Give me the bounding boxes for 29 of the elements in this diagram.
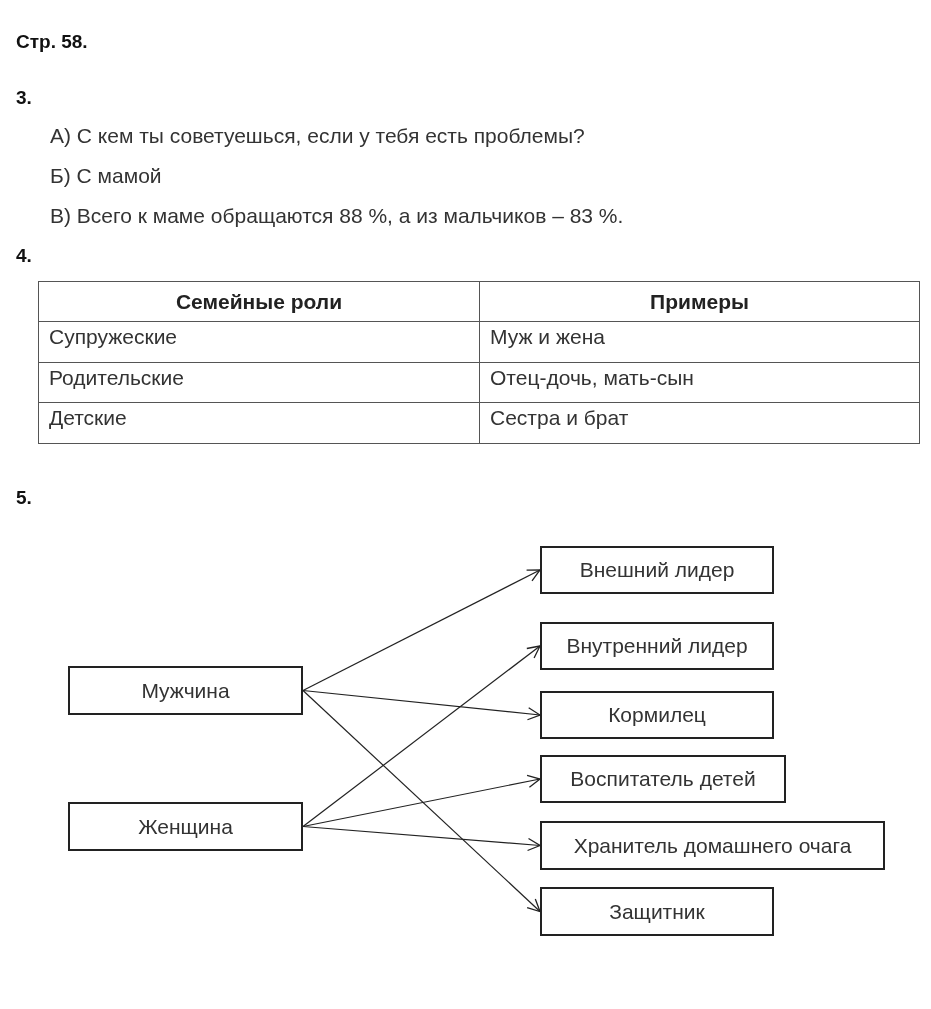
text-box: Внешний лидер	[540, 546, 774, 594]
arrow	[302, 774, 541, 828]
column-header: Семейные роли	[38, 281, 480, 322]
text-box: Мужчина	[68, 666, 303, 715]
arrow	[302, 689, 541, 721]
task-number: 4.	[16, 244, 32, 268]
table-cell: Супружеские	[38, 321, 480, 363]
arrow	[302, 645, 541, 828]
text-box: Кормилец	[540, 691, 774, 739]
table-cell: Родительские	[38, 362, 480, 403]
text-box: Внутренний лидер	[540, 622, 774, 670]
text-box: Женщина	[68, 802, 303, 851]
table-cell: Детские	[38, 402, 480, 444]
text-box: Воспитатель детей	[540, 755, 786, 803]
text-box: Хранитель домашнего очага	[540, 821, 885, 870]
table-cell: Отец-дочь, мать-сын	[479, 362, 920, 403]
arrow	[302, 689, 541, 913]
column-header: Примеры	[479, 281, 920, 322]
arrow	[302, 569, 541, 692]
answer-text: В) Всего к маме обращаются 88 %, а из мальчиков – 83 %.	[50, 203, 624, 229]
task-number: 5.	[16, 486, 32, 510]
question-text: А) С кем ты советуешься, если у тебя есть проблемы?	[50, 123, 585, 149]
text-box: Защитник	[540, 887, 774, 936]
task-number: 3.	[16, 86, 32, 110]
table-cell: Сестра и брат	[479, 402, 920, 444]
table-cell: Муж и жена	[479, 321, 920, 363]
arrow	[302, 825, 541, 852]
answer-text: Б) С мамой	[50, 163, 162, 189]
page-number: Стр. 58.	[16, 30, 88, 54]
